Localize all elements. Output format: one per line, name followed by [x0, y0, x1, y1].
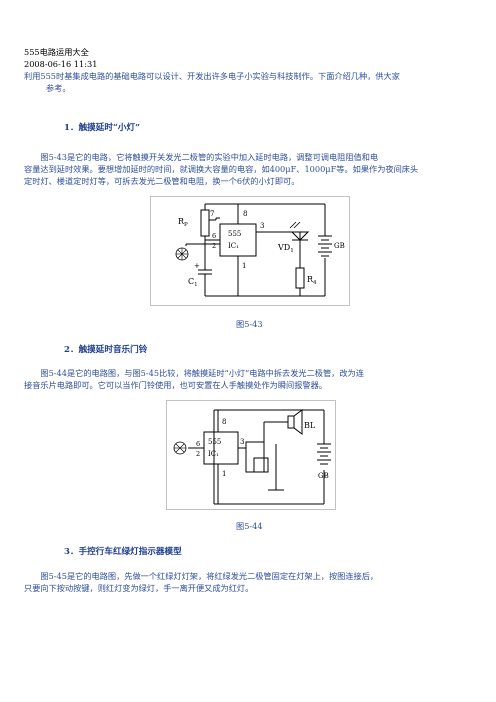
ic-label-b: IC₁ [208, 450, 219, 458]
pin-6-label-b: 6 [196, 440, 200, 448]
pin-1-label: 1 [242, 262, 246, 270]
section-1-line-2: 容量达到延时效果。要想增加延时的时间，就调换大容量的电容，如400μF、1000… [24, 164, 419, 174]
gb-label: GB [334, 242, 345, 250]
bl-label: BL [304, 421, 316, 430]
intro-line-1: 利用555时基集成电路的基础电路可以设计、开发出许多电子小实验与科技制作。下面介… [24, 71, 400, 81]
section-1-heading: 1．触摸延时“小灯” [64, 123, 141, 133]
intro-line-2: 参考。 [46, 83, 71, 93]
pin-3-label-b: 3 [240, 438, 244, 446]
ic-label: IC₁ [228, 242, 239, 250]
pin-1-label-b: 1 [222, 470, 226, 478]
rp-label: RP [178, 217, 188, 228]
circuit-diagram-5-43: RP 7 8 555 IC₁ 6 2 3 1 + C1 VD1 R4 GB [150, 196, 350, 306]
chip-label: 555 [228, 230, 241, 238]
pin-2-label-b: 2 [196, 450, 200, 458]
r4-label: R4 [307, 275, 317, 286]
pin-8-label-b: 8 [222, 418, 226, 426]
section-2-line-1: 图5-44是它的电路图，与图5-45比较，将触摸延时“小灯”电路中拆去发光二极管… [24, 368, 364, 378]
figure-caption-5-44: 图5-44 [236, 521, 263, 531]
section-1-line-1: 图5-43是它的电路，它将触摸开关发光二极管的实验中加入延时电路，调整可调电阻阻… [24, 152, 379, 162]
pin-7-label: 7 [210, 210, 214, 218]
chip-label-b: 555 [208, 438, 221, 446]
section-1-line-3: 定时灯、楼道定时灯等，可拆去发光二极管和电阻，换一个6伏的小灯即可。 [24, 176, 300, 186]
section-3-heading: 3．手控行车红绿灯指示器模型 [64, 547, 182, 557]
section-3-line-1: 图5-45是它的电路图，先做一个红绿灯灯架，将红绿发光二极管固定在灯架上，按图连… [24, 571, 379, 581]
figure-caption-5-43: 图5-43 [236, 319, 263, 329]
pin-6-label: 6 [212, 232, 216, 240]
section-3-line-2: 只要向下按动按键，则红灯变为绿灯，手一离开便又成为红灯。 [24, 583, 254, 593]
section-2-line-2: 接音乐片电路即可。它可以当作门铃使用，也可安置在人手触摸处作为瞬间报警器。 [24, 380, 327, 390]
pin-3-label: 3 [260, 222, 264, 230]
doc-datetime: 2008-06-16 11:31 [24, 59, 98, 69]
c1-label: C1 [188, 277, 198, 288]
doc-title: 555电路运用大全 [24, 47, 89, 57]
pin-8-label: 8 [243, 210, 247, 218]
circuit-diagram-5-44: 8 555 IC₁ 6 2 3 1 BL GB [166, 400, 336, 510]
gb-label-b: GB [318, 472, 329, 480]
c1-plus-label: + [194, 262, 200, 270]
vd1-label: VD1 [277, 243, 294, 254]
section-2-heading: 2．触摸延时音乐门铃 [64, 345, 148, 355]
pin-2-label: 2 [212, 242, 216, 250]
